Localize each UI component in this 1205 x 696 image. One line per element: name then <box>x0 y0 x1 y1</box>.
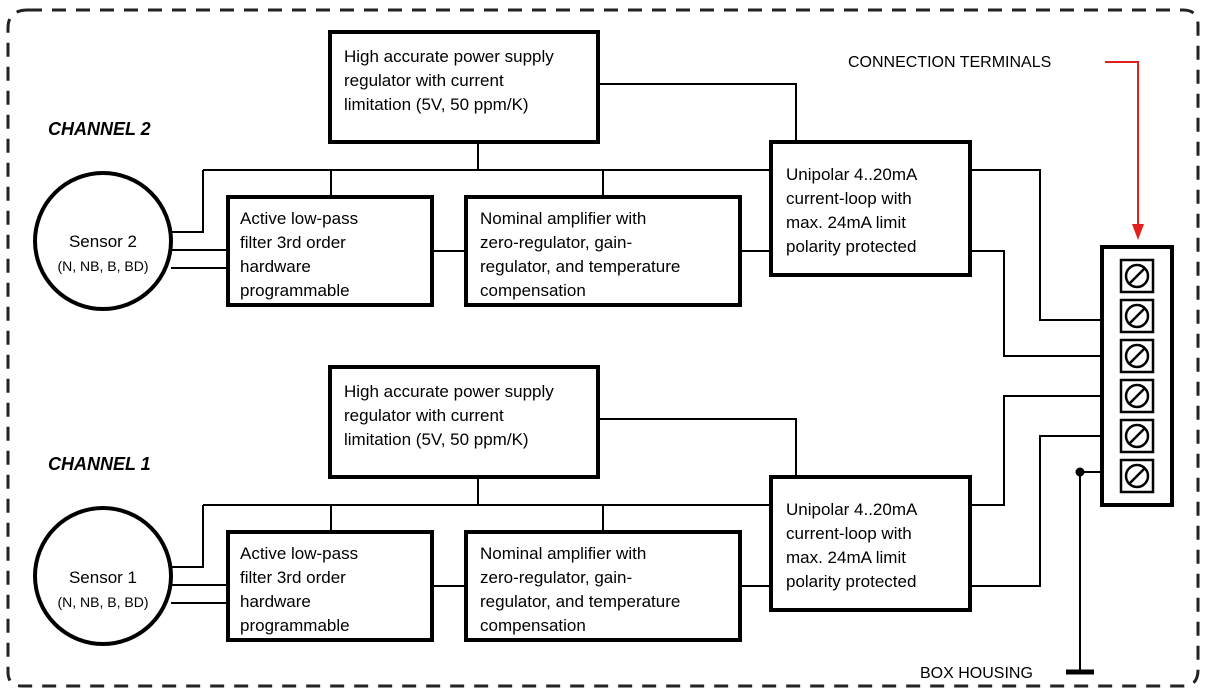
channel-2-title: CHANNEL 2 <box>48 119 151 139</box>
ch1-amplifier-line-1: Nominal amplifier with <box>480 544 646 563</box>
ch2-current-loop-line-2: current-loop with <box>786 189 912 208</box>
ch2-sensor-name: Sensor 2 <box>69 232 137 251</box>
callout-arrow-head-icon <box>1132 224 1144 240</box>
ch2-current-loop-line-1: Unipolar 4..20mA <box>786 165 918 184</box>
ch2-current-loop-line-3: max. 24mA limit <box>786 213 906 232</box>
ch2-filter-line-1: Active low-pass <box>240 209 358 228</box>
ch1-wiring <box>171 395 1102 604</box>
callout-arrow-line <box>1105 61 1139 226</box>
ch1-filter-line-2: filter 3rd order <box>240 568 346 587</box>
box-housing-label: BOX HOUSING <box>920 665 1033 682</box>
ch2-sensor-circle <box>33 171 173 311</box>
ch1-sensor-types: (N, NB, B, BD) <box>57 594 148 610</box>
ch1-sensor-name: Sensor 1 <box>69 568 137 587</box>
terminal-block <box>1100 245 1174 507</box>
screw-slot-icon <box>1128 347 1146 365</box>
ch2-amplifier-line-1: Nominal amplifier with <box>480 209 646 228</box>
screw-slot-icon <box>1128 467 1146 485</box>
ch2-sensor-types: (N, NB, B, BD) <box>57 258 148 274</box>
ch1-power-supply-line-1: High accurate power supply <box>344 382 554 401</box>
ch2-amplifier-block <box>464 195 742 307</box>
ch2-amplifier-line-3: regulator, and temperature <box>480 257 680 276</box>
ch2-power-supply-line-1: High accurate power supply <box>344 47 554 66</box>
ch1-filter-block <box>226 530 434 642</box>
channel-2: CHANNEL 2 High accurate power supply reg… <box>33 30 1102 357</box>
ch1-filter-line-4: programmable <box>240 616 350 635</box>
ch1-current-loop-line-3: max. 24mA limit <box>786 548 906 567</box>
channel-1: CHANNEL 1 High accurate power supply reg… <box>33 365 1102 646</box>
ch1-power-supply-line-3: limitation (5V, 50 ppm/K) <box>344 430 529 449</box>
screw-slot-icon <box>1128 307 1146 325</box>
connection-terminals-callout: CONNECTION TERMINALS <box>848 54 1144 240</box>
ch2-power-supply-line-3: limitation (5V, 50 ppm/K) <box>344 95 529 114</box>
ch1-amplifier-line-3: regulator, and temperature <box>480 592 680 611</box>
enclosure-frame <box>6 8 1200 688</box>
ch1-amplifier-line-4: compensation <box>480 616 586 635</box>
ch2-amplifier-line-2: zero-regulator, gain- <box>480 233 632 252</box>
ch1-amplifier-block <box>464 530 742 642</box>
screw-slot-icon <box>1128 427 1146 445</box>
ch1-sensor-circle <box>33 506 173 646</box>
ch1-filter-line-3: hardware <box>240 592 311 611</box>
ch2-current-loop-line-4: polarity protected <box>786 237 916 256</box>
ch1-current-loop-line-2: current-loop with <box>786 524 912 543</box>
ch2-amplifier-line-4: compensation <box>480 281 586 300</box>
box-housing-ground: BOX HOUSING <box>920 467 1102 682</box>
channel-1-title: CHANNEL 1 <box>48 454 151 474</box>
ch1-current-loop-line-1: Unipolar 4..20mA <box>786 500 918 519</box>
ch2-power-supply-block <box>328 30 600 144</box>
ch1-current-loop-line-4: polarity protected <box>786 572 916 591</box>
terminal-screws <box>1119 258 1155 494</box>
ch2-power-supply-line-2: regulator with current <box>344 71 504 90</box>
ch1-amplifier-line-2: zero-regulator, gain- <box>480 568 632 587</box>
screw-slot-icon <box>1128 387 1146 405</box>
ch1-power-supply-line-2: regulator with current <box>344 406 504 425</box>
screw-slot-icon <box>1128 267 1146 285</box>
ch2-filter-line-3: hardware <box>240 257 311 276</box>
connection-terminals-label: CONNECTION TERMINALS <box>848 54 1051 71</box>
ch2-filter-line-4: programmable <box>240 281 350 300</box>
ch1-filter-line-1: Active low-pass <box>240 544 358 563</box>
ch2-filter-line-2: filter 3rd order <box>240 233 346 252</box>
ground-junction-dot <box>1075 467 1085 477</box>
ch1-power-supply-block <box>328 365 600 479</box>
ch2-current-loop-block <box>769 140 972 277</box>
ch1-current-loop-block <box>769 475 972 612</box>
ch2-wiring <box>171 83 1102 357</box>
